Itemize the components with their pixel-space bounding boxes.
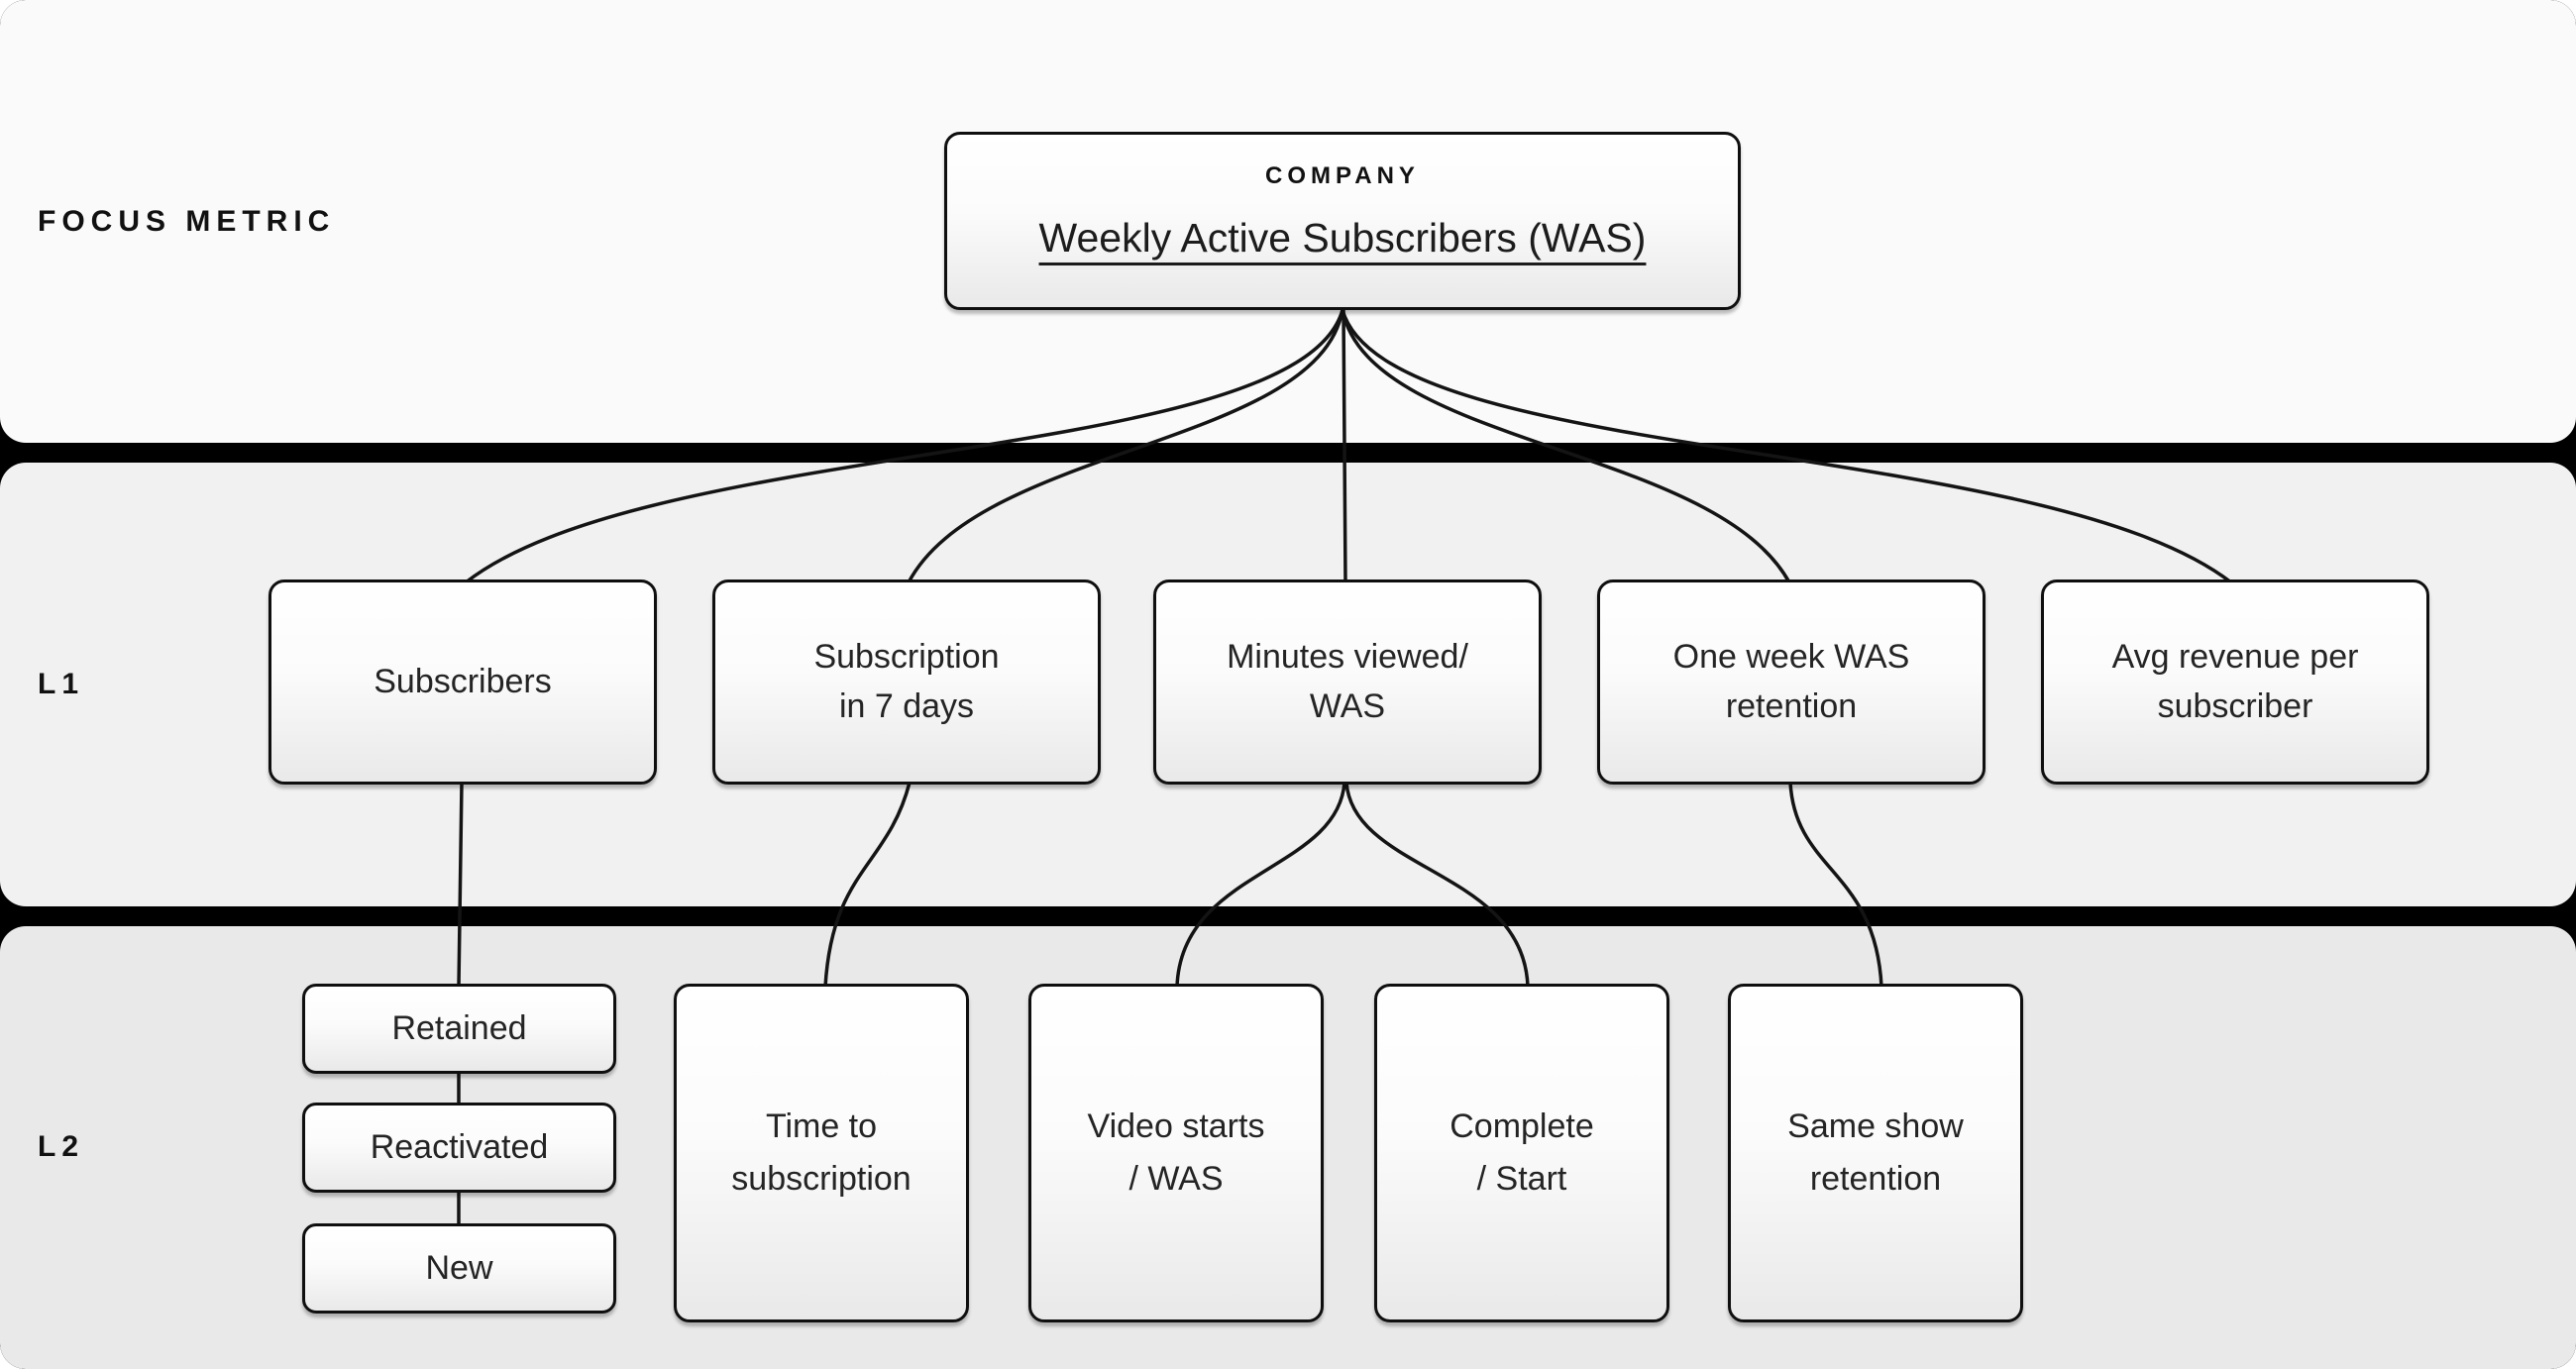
node-label: Minutes viewed/ WAS bbox=[1227, 638, 1468, 725]
node-label: Subscription in 7 days bbox=[813, 638, 1000, 725]
node-minutes-viewed-per-was[interactable]: Minutes viewed/ WAS bbox=[1153, 579, 1542, 785]
node-avg-revenue-per-subscriber[interactable]: Avg revenue per subscriber bbox=[2041, 579, 2429, 785]
node-new[interactable]: New bbox=[302, 1223, 616, 1314]
node-label: New bbox=[425, 1248, 493, 1287]
node-label: Time to subscription bbox=[731, 1107, 912, 1198]
node-retained[interactable]: Retained bbox=[302, 984, 616, 1074]
focus-metric-label: FOCUS METRIC bbox=[38, 205, 336, 238]
l1-label: L1 bbox=[38, 668, 85, 700]
node-video-starts-per-was[interactable]: Video starts / WAS bbox=[1028, 984, 1324, 1322]
node-subscription-in-7-days[interactable]: Subscription in 7 days bbox=[712, 579, 1101, 785]
l2-label: L2 bbox=[38, 1130, 85, 1163]
node-label: Same show retention bbox=[1787, 1107, 1964, 1198]
node-same-show-retention[interactable]: Same show retention bbox=[1728, 984, 2023, 1322]
focus-metric-title: Weekly Active Subscribers (WAS) bbox=[1038, 215, 1647, 261]
node-label: Subscribers bbox=[374, 662, 552, 700]
node-one-week-was-retention[interactable]: One week WAS retention bbox=[1597, 579, 1986, 785]
node-label: Reactivated bbox=[370, 1127, 549, 1166]
node-label: Retained bbox=[391, 1008, 527, 1047]
company-eyebrow: COMPANY bbox=[1265, 162, 1420, 189]
node-complete-per-start[interactable]: Complete / Start bbox=[1374, 984, 1669, 1322]
node-time-to-subscription[interactable]: Time to subscription bbox=[674, 984, 969, 1322]
node-company-focus-metric[interactable]: COMPANY Weekly Active Subscribers (WAS) bbox=[944, 132, 1741, 310]
node-label: Complete / Start bbox=[1449, 1107, 1594, 1198]
node-subscribers[interactable]: Subscribers bbox=[268, 579, 657, 785]
node-label: One week WAS retention bbox=[1672, 638, 1910, 725]
node-label: Video starts / WAS bbox=[1087, 1107, 1265, 1198]
node-reactivated[interactable]: Reactivated bbox=[302, 1103, 616, 1193]
node-label: Avg revenue per subscriber bbox=[2111, 638, 2359, 725]
